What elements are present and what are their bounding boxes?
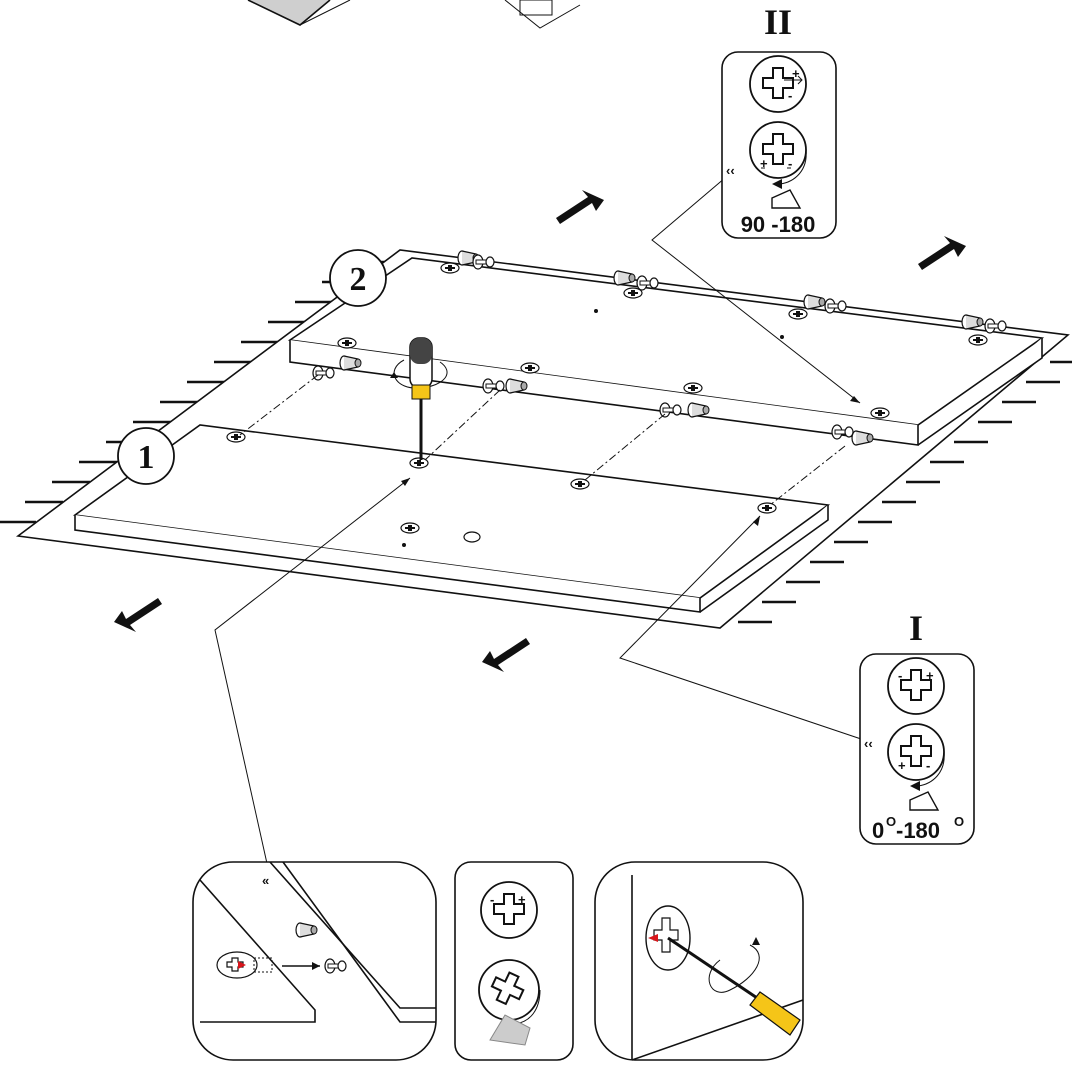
detail-dowel-insertion: « — [192, 861, 437, 1061]
step-label-I: I — [909, 608, 923, 648]
svg-text:‹‹: ‹‹ — [726, 163, 735, 178]
svg-text:-: - — [898, 668, 902, 683]
svg-text:-: - — [490, 892, 494, 907]
detail-cam-lock: -+ — [454, 861, 574, 1061]
svg-text:+: + — [518, 892, 526, 907]
panel-1 — [72, 424, 831, 613]
svg-text:O: O — [954, 814, 964, 829]
svg-text:+: + — [792, 66, 800, 81]
svg-text:+: + — [898, 758, 906, 773]
screwdriver-icon — [390, 337, 448, 460]
panel-number-2: 2 — [329, 249, 387, 307]
detail-I: I - + + - 0 O -180 O ‹‹ — [859, 608, 975, 845]
svg-text:+: + — [760, 156, 768, 171]
svg-text:‹‹: ‹‹ — [864, 736, 873, 751]
angle-label-II: 90 -180 — [741, 212, 816, 237]
svg-text:1: 1 — [138, 439, 155, 476]
cam-holes — [226, 262, 988, 547]
svg-text:-: - — [788, 88, 792, 103]
svg-text:O: O — [886, 814, 896, 829]
svg-text:«: « — [262, 873, 269, 888]
svg-text:-: - — [926, 758, 930, 773]
detail-tightening — [594, 861, 804, 1061]
step-label-II: II — [764, 2, 792, 42]
top-partial-drawings — [247, 0, 581, 29]
leader-lines — [214, 171, 871, 869]
svg-text:+: + — [926, 668, 934, 683]
angle-label-I-range: -180 — [896, 818, 940, 843]
detail-II: II +- +- 90 -180 ‹‹ — [721, 2, 837, 239]
alignment-lines — [239, 374, 846, 506]
panel-number-1: 1 — [117, 427, 175, 485]
svg-text:-: - — [788, 156, 792, 171]
svg-text:2: 2 — [350, 261, 367, 298]
panel-2 — [287, 257, 1045, 446]
angle-label-I-start: 0 — [872, 818, 884, 843]
